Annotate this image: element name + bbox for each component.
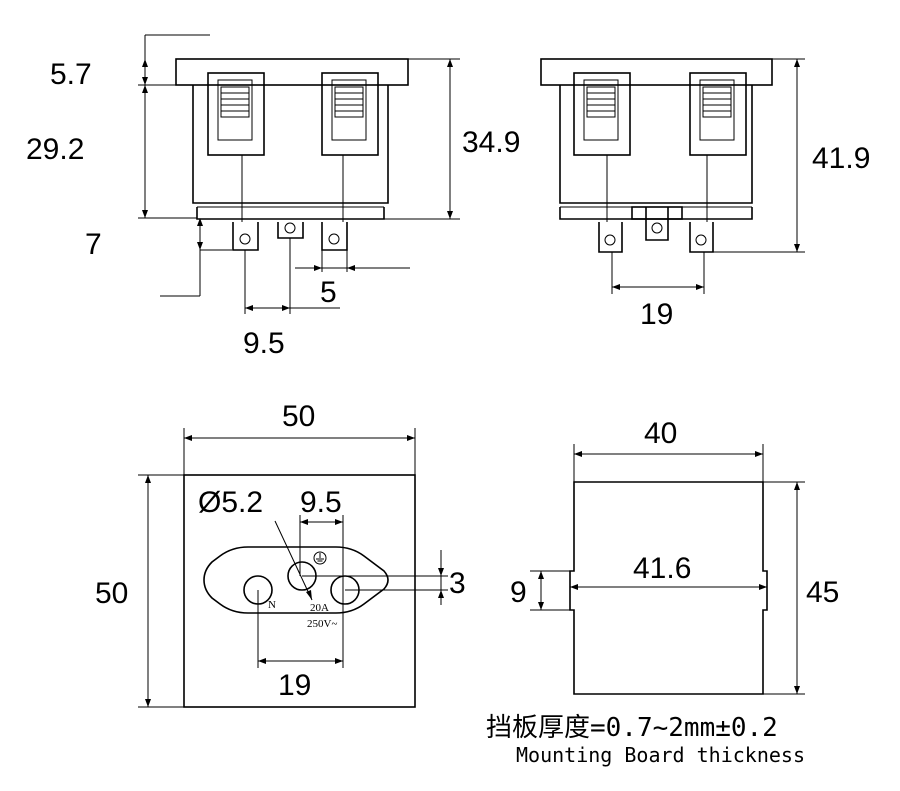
rear-pin-terminals (598, 207, 714, 253)
side-dim-top: 5.7 (50, 58, 92, 91)
cutout-view: 40 41.6 9 45 (510, 417, 839, 695)
side-dim-pin-spacing: 9.5 (243, 327, 285, 360)
cutout-dim-height: 45 (806, 576, 839, 609)
socket-outline (203, 546, 389, 614)
rear-view: 41.9 19 (540, 58, 870, 331)
side-view: 5.7 29.2 34.9 7 5 9.5 (26, 34, 520, 360)
cutout-dim-notch: 9 (510, 576, 527, 609)
note-chinese: 挡板厚度=0.7~2mm±0.2 (486, 713, 778, 743)
rear-right-clip (689, 72, 747, 156)
side-dim-pin-gap: 5 (320, 276, 337, 309)
note-english: Mounting Board thickness (516, 743, 805, 767)
side-dim-pin: 7 (85, 228, 102, 261)
right-clip (321, 72, 379, 156)
front-view: Ø5.2 9.5 3 50 50 19 N 20A 250V~ (95, 400, 466, 708)
side-dim-total: 34.9 (462, 126, 520, 159)
front-dim-hole-spacing: 9.5 (300, 486, 342, 519)
front-dim-hole-dia: Ø5.2 (198, 486, 263, 519)
rating-current-label: 20A (310, 602, 329, 614)
rear-dim-pin-spacing: 19 (640, 298, 673, 331)
front-dim-height: 50 (95, 577, 128, 610)
neutral-label: N (268, 599, 276, 611)
ground-icon (313, 551, 327, 565)
rating-voltage-label: 250V~ (307, 618, 337, 630)
cutout-dim-inner-width: 41.6 (633, 552, 691, 585)
rear-dim-height: 41.9 (812, 142, 870, 175)
side-dim-mid: 29.2 (26, 133, 84, 166)
mounting-note: 挡板厚度=0.7~2mm±0.2 Mounting Board thicknes… (486, 713, 805, 767)
left-clip (207, 72, 265, 156)
rear-left-clip (573, 72, 631, 156)
cutout-dim-width: 40 (644, 417, 677, 450)
front-dim-offset: 3 (449, 567, 466, 600)
front-dim-bottom-spacing: 19 (278, 669, 311, 702)
front-dim-width: 50 (282, 400, 315, 433)
